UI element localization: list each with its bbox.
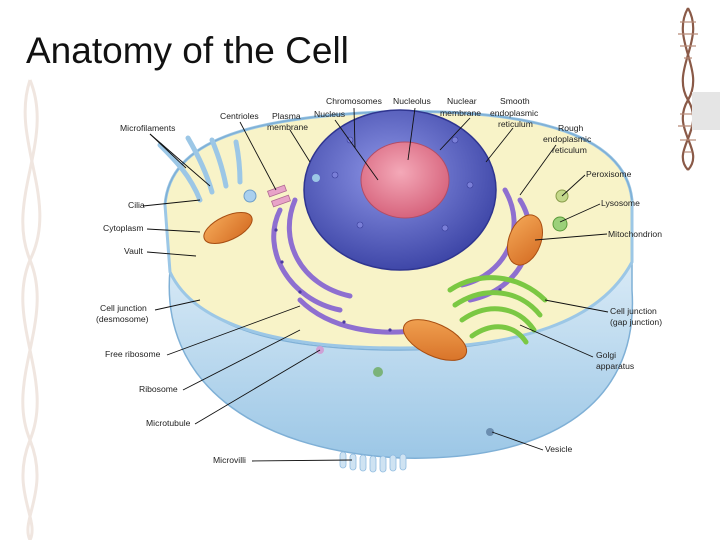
label-centrioles: Centrioles	[220, 111, 259, 121]
label-plasma-membrane-1: Plasma	[272, 111, 301, 121]
label-vault: Vault	[124, 246, 144, 256]
label-cilia: Cilia	[128, 200, 145, 210]
label-peroxisome: Peroxisome	[586, 169, 632, 179]
label-nuclear-membrane-1: Nuclear	[447, 96, 477, 106]
label-plasma-membrane-2: membrane	[267, 122, 308, 132]
label-golgi-1: Golgi	[596, 350, 616, 360]
label-nucleolus: Nucleolus	[393, 96, 431, 106]
dna-helix-decoration	[678, 8, 698, 170]
label-cell-junction-desmosome-2: (desmosome)	[96, 314, 149, 324]
label-cytoplasm: Cytoplasm	[103, 223, 144, 233]
label-golgi-2: apparatus	[596, 361, 634, 371]
label-rough-er-3: reticulum	[552, 145, 587, 155]
label-smooth-er-1: Smooth	[500, 96, 530, 106]
label-nucleus: Nucleus	[314, 109, 345, 119]
label-microfilaments: Microfilaments	[120, 123, 175, 133]
label-rough-er-1: Rough	[558, 123, 584, 133]
nucleus-shape	[304, 110, 496, 270]
label-rough-er-2: endoplasmic	[543, 134, 592, 144]
label-smooth-er-3: reticulum	[498, 119, 533, 129]
label-cell-junction-gap-2: (gap junction)	[610, 317, 662, 327]
label-cell-junction-gap-1: Cell junction	[610, 306, 657, 316]
left-helix-decoration	[23, 80, 40, 540]
label-smooth-er-2: endoplasmic	[490, 108, 539, 118]
label-vesicle: Vesicle	[545, 444, 572, 454]
label-ribosome: Ribosome	[139, 384, 178, 394]
label-microtubule: Microtubule	[146, 418, 191, 428]
label-mitochondrion: Mitochondrion	[608, 229, 662, 239]
label-cell-junction-desmosome-1: Cell junction	[100, 303, 147, 313]
label-microvilli: Microvilli	[213, 455, 246, 465]
corner-gradient-decoration	[692, 92, 720, 130]
label-nuclear-membrane-2: membrane	[440, 108, 481, 118]
label-free-ribosome: Free ribosome	[105, 349, 161, 359]
label-chromosomes: Chromosomes	[326, 96, 382, 106]
label-lysosome: Lysosome	[601, 198, 640, 208]
